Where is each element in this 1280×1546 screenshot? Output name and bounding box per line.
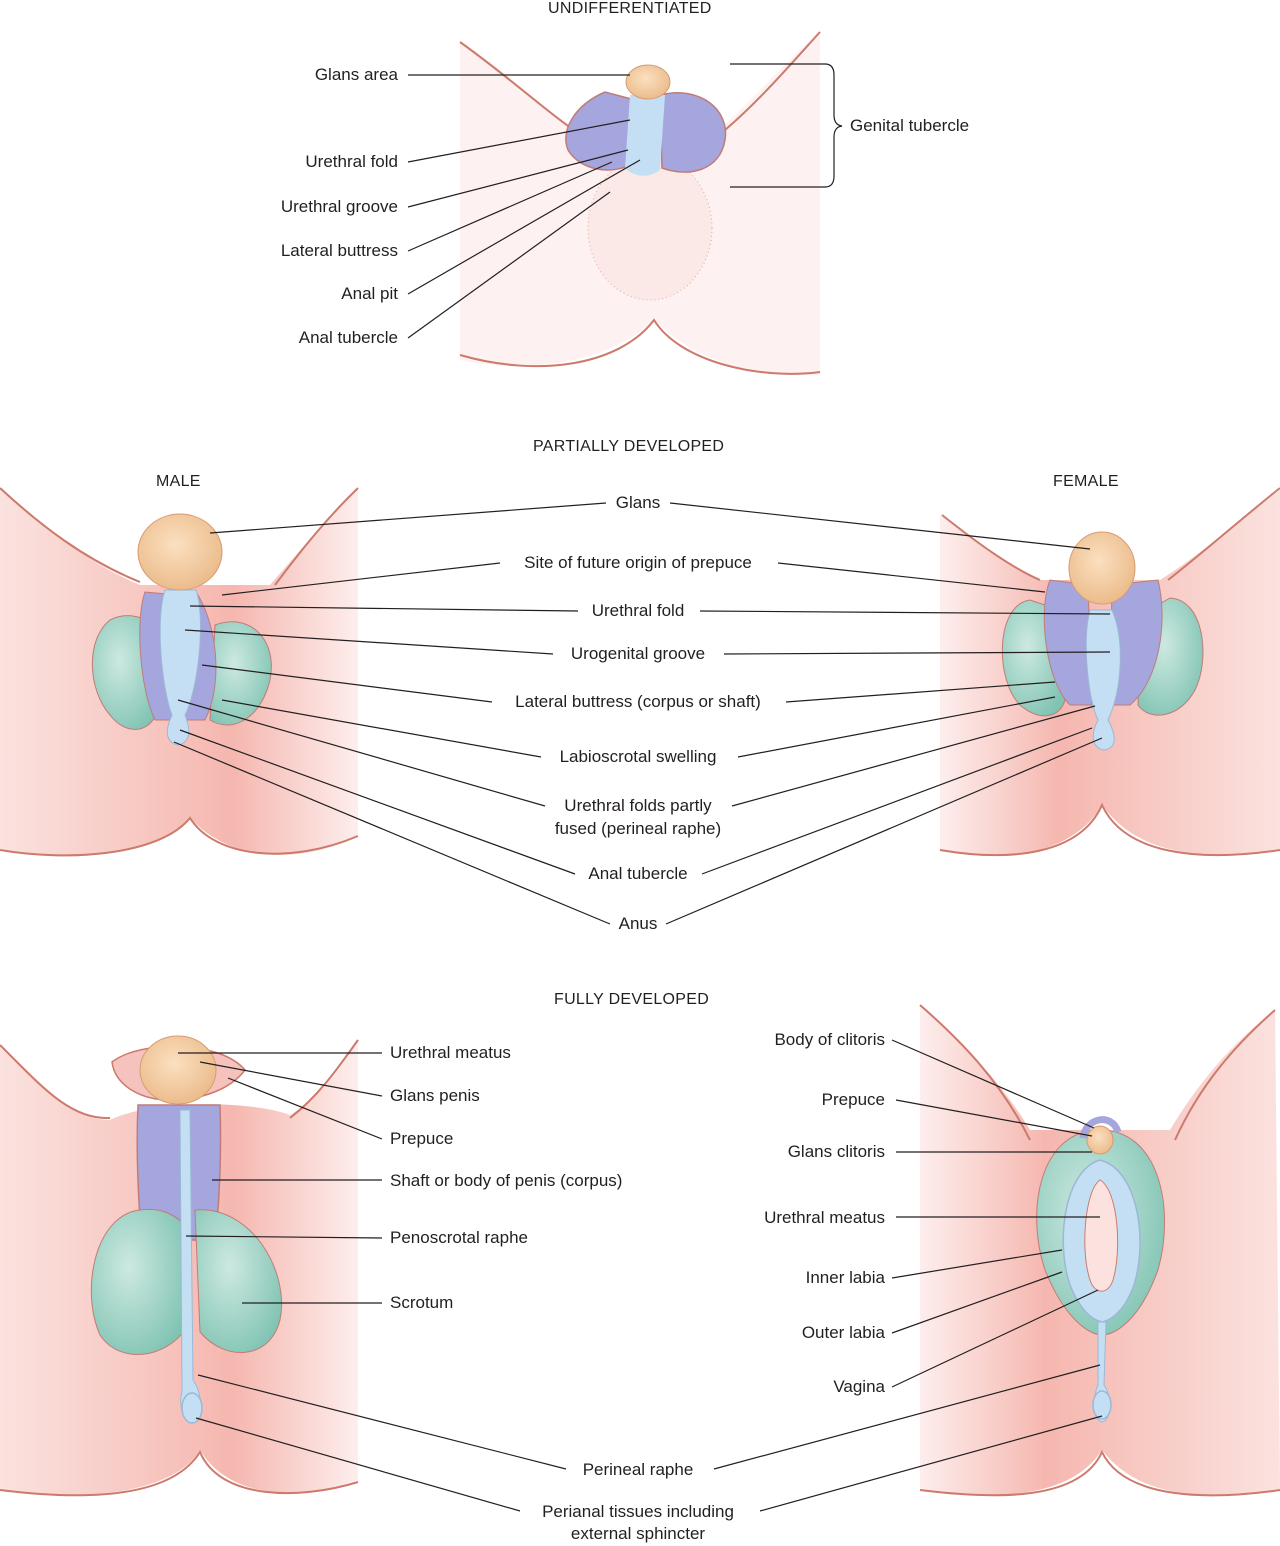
undiff-glans: [625, 64, 671, 100]
label-urethral-groove: Urethral groove: [280, 197, 398, 216]
label-urethral-folds-fused-line2: fused (perineal raphe): [554, 819, 722, 838]
undiff-right-outline: [724, 31, 821, 131]
fm-anus: [181, 1392, 203, 1424]
label-lateral-buttress-partial: Lateral buttress (corpus or shaft): [515, 692, 761, 711]
pf-left-outline: [941, 514, 1041, 581]
pf-buttocks-outline: [939, 802, 1280, 857]
full-male-illustration: [0, 1035, 359, 1497]
heading-male: MALE: [156, 473, 201, 490]
label-anus: Anus: [618, 914, 658, 933]
heading-partially-developed: PARTIALLY DEVELOPED: [533, 438, 725, 455]
ff-clitoris-hood: [1079, 1116, 1122, 1139]
label-scrotum: Scrotum: [390, 1293, 454, 1312]
full-female-illustration: [919, 1004, 1280, 1497]
partial-female-illustration: [939, 487, 1280, 857]
label-outer-labia: Outer labia: [801, 1323, 885, 1342]
pf-urogenital: [1085, 609, 1121, 751]
pm-urethral-folds: [159, 589, 201, 746]
ff-buttocks-outline: [919, 1449, 1280, 1497]
undiff-anal-tubercle: [587, 155, 713, 301]
label-labioscrotal-swelling: Labioscrotal swelling: [559, 747, 717, 766]
label-prepuce-female: Prepuce: [821, 1090, 885, 1109]
ff-left-outline: [919, 1004, 1031, 1141]
fm-right-scrotum: [194, 1209, 282, 1353]
label-glans-area: Glans area: [314, 65, 398, 84]
label-urethral-meatus-female: Urethral meatus: [764, 1208, 885, 1227]
heading-undifferentiated: UNDIFFERENTIATED: [548, 0, 712, 17]
heading-female: FEMALE: [1053, 473, 1119, 490]
pm-buttocks-outline: [0, 816, 359, 857]
label-perianal-line1: Perianal tissues including: [542, 1502, 734, 1521]
pm-left-outline: [0, 487, 141, 583]
label-site-prepuce: Site of future origin of prepuce: [524, 553, 752, 572]
label-urethral-meatus-male: Urethral meatus: [390, 1043, 511, 1062]
label-glans-partial: Glans: [615, 493, 661, 512]
undiff-groove: [625, 95, 665, 176]
fm-left-outline: [0, 1044, 111, 1120]
fm-buttocks-outline: [0, 1449, 359, 1497]
fm-glans: [139, 1035, 217, 1105]
pf-glans: [1068, 531, 1136, 605]
ff-glans-clitoris: [1086, 1125, 1114, 1155]
label-glans-clitoris: Glans clitoris: [787, 1142, 885, 1161]
undiff-left-fold: [565, 91, 636, 171]
label-body-clitoris: Body of clitoris: [774, 1030, 885, 1049]
label-urethral-fold-undiff: Urethral fold: [305, 152, 398, 171]
label-anal-tubercle-undiff: Anal tubercle: [298, 328, 398, 347]
label-perineal-raphe: Perineal raphe: [582, 1460, 694, 1479]
label-glans-penis: Glans penis: [390, 1086, 480, 1105]
partial-male-illustration: [0, 487, 359, 857]
label-vagina: Vagina: [833, 1377, 885, 1396]
undiff-buttocks-outline: [459, 318, 821, 375]
ff-right-outline: [1174, 1009, 1276, 1141]
pm-right-outline: [274, 487, 359, 586]
label-prepuce-male: Prepuce: [390, 1129, 454, 1148]
leader-lines: [173, 63, 1111, 1512]
ff-anus: [1092, 1390, 1112, 1420]
label-inner-labia: Inner labia: [805, 1268, 885, 1287]
pm-glans: [137, 513, 223, 591]
undifferentiated-illustration: [459, 30, 821, 376]
pf-right-outline: [1167, 487, 1280, 581]
label-anal-tubercle-partial: Anal tubercle: [588, 864, 688, 883]
pf-left-fold: [1043, 579, 1093, 706]
pm-right-swelling: [209, 621, 272, 726]
undiff-right-fold: [659, 92, 727, 173]
pf-right-fold: [1109, 579, 1163, 706]
label-perianal-line2: external sphincter: [570, 1524, 706, 1543]
label-genital-tubercle: Genital tubercle: [850, 116, 970, 135]
label-urogenital-groove: Urogenital groove: [570, 644, 706, 663]
fm-left-scrotum: [90, 1208, 186, 1355]
fm-right-outline: [289, 1039, 359, 1119]
label-lateral-buttress-undiff: Lateral buttress: [280, 241, 398, 260]
label-urethral-fold-partial: Urethral fold: [591, 601, 685, 620]
label-urethral-folds-fused-line1: Urethral folds partly: [564, 796, 712, 815]
heading-fully-developed: FULLY DEVELOPED: [554, 991, 710, 1008]
label-shaft-penis: Shaft or body of penis (corpus): [390, 1171, 623, 1190]
label-penoscrotal-raphe: Penoscrotal raphe: [390, 1228, 528, 1247]
label-anal-pit: Anal pit: [341, 284, 398, 303]
